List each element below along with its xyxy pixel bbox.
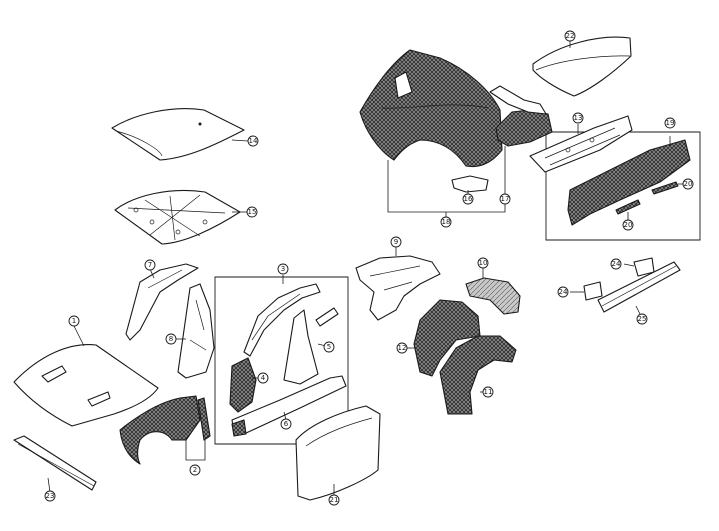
callout-24b: 24 bbox=[557, 286, 569, 298]
callout-21: 21 bbox=[328, 494, 340, 506]
callout-17: 17 bbox=[499, 193, 511, 205]
svg-text:16: 16 bbox=[464, 195, 473, 203]
roof-panel bbox=[111, 108, 249, 161]
svg-text:8: 8 bbox=[169, 335, 173, 343]
callout-18: 18 bbox=[440, 216, 452, 228]
svg-text:20: 20 bbox=[624, 221, 633, 229]
callout-4: 4 bbox=[257, 372, 269, 384]
bumper-stay-left bbox=[570, 281, 603, 301]
quarter-inner-panel bbox=[355, 246, 441, 321]
callout-23: 23 bbox=[44, 490, 56, 502]
callout-22: 22 bbox=[564, 30, 576, 42]
wheelhouse-outer bbox=[465, 268, 521, 315]
a-pillar-upper bbox=[125, 263, 199, 341]
svg-text:6: 6 bbox=[284, 420, 289, 428]
callout-11: 11 bbox=[482, 386, 494, 398]
roof-frame bbox=[114, 189, 248, 245]
svg-text:20: 20 bbox=[684, 180, 693, 188]
callout-15: 15 bbox=[246, 206, 258, 218]
callout-5: 5 bbox=[323, 341, 335, 353]
hood bbox=[13, 325, 159, 427]
svg-text:4: 4 bbox=[261, 374, 266, 382]
floor-bracket-b bbox=[615, 199, 641, 220]
callout-25: 25 bbox=[636, 313, 648, 325]
callout-14: 14 bbox=[247, 135, 259, 147]
callout-9: 9 bbox=[390, 236, 402, 248]
svg-text:7: 7 bbox=[148, 261, 152, 269]
floor-bracket-a bbox=[651, 181, 683, 195]
svg-text:12: 12 bbox=[398, 344, 407, 352]
svg-text:10: 10 bbox=[479, 259, 488, 267]
svg-text:13: 13 bbox=[574, 114, 583, 122]
svg-text:9: 9 bbox=[394, 238, 398, 246]
inner-wheelhouse bbox=[406, 299, 481, 377]
group-frame-quarter bbox=[387, 160, 506, 213]
svg-text:19: 19 bbox=[666, 119, 675, 127]
front-bumper-reinforcement bbox=[13, 435, 97, 493]
bumper-stay-right bbox=[623, 257, 655, 277]
side-sill-inner bbox=[229, 357, 258, 413]
callout-13: 13 bbox=[572, 112, 584, 124]
svg-text:25: 25 bbox=[638, 315, 647, 323]
callout-3: 3 bbox=[277, 263, 289, 275]
callout-1: 1 bbox=[68, 315, 80, 327]
front-fender bbox=[119, 395, 211, 465]
svg-text:3: 3 bbox=[281, 265, 285, 273]
side-frame-upper bbox=[243, 275, 321, 357]
svg-text:23: 23 bbox=[46, 492, 55, 500]
rear-floor-pan bbox=[567, 136, 691, 226]
callout-2: 2 bbox=[189, 464, 201, 476]
svg-text:2: 2 bbox=[193, 466, 197, 474]
callout-10: 10 bbox=[477, 257, 489, 269]
callout-12: 12 bbox=[396, 342, 408, 354]
svg-text:24: 24 bbox=[559, 288, 568, 296]
callout-8: 8 bbox=[165, 333, 177, 345]
callout-16: 16 bbox=[462, 193, 474, 205]
side-sill-outer bbox=[231, 375, 347, 437]
svg-text:15: 15 bbox=[248, 208, 257, 216]
callout-20b: 20 bbox=[622, 219, 634, 231]
svg-text:17: 17 bbox=[501, 195, 510, 203]
callout-19: 19 bbox=[664, 117, 676, 129]
rear-bumper-reinforcement bbox=[597, 261, 681, 315]
trunk-lid bbox=[532, 36, 632, 97]
svg-text:24: 24 bbox=[612, 260, 621, 268]
group-frame-rear-floor bbox=[545, 131, 701, 241]
front-door bbox=[295, 405, 381, 501]
group-frame-fender bbox=[185, 440, 206, 461]
quarter-bracket bbox=[451, 175, 489, 198]
svg-text:14: 14 bbox=[249, 137, 258, 145]
svg-text:21: 21 bbox=[330, 496, 339, 504]
svg-text:11: 11 bbox=[484, 388, 493, 396]
svg-text:1: 1 bbox=[72, 317, 76, 325]
rear-wheelhouse bbox=[439, 335, 517, 415]
svg-text:5: 5 bbox=[327, 343, 331, 351]
hinge-pillar bbox=[175, 283, 215, 379]
callout-20a: 20 bbox=[682, 178, 694, 190]
wheelhouse-rear-inner bbox=[489, 85, 553, 194]
svg-text:18: 18 bbox=[442, 218, 451, 226]
quarter-outer-panel bbox=[359, 49, 503, 168]
rear-panel bbox=[529, 115, 633, 173]
svg-text:22: 22 bbox=[566, 32, 575, 40]
callout-6: 6 bbox=[280, 418, 292, 430]
callout-24a: 24 bbox=[610, 258, 622, 270]
callout-7: 7 bbox=[144, 259, 156, 271]
